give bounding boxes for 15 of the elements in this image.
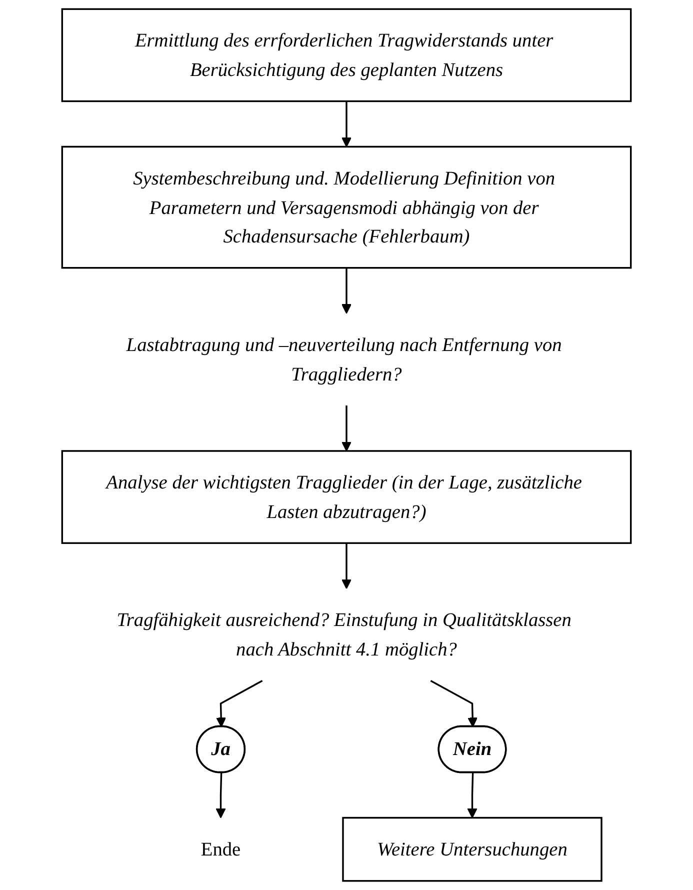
node-box xyxy=(342,816,602,882)
node-text: Ende xyxy=(200,838,241,860)
arrow xyxy=(342,101,352,148)
arrow xyxy=(342,268,352,314)
arrow xyxy=(216,772,226,818)
node-text: Lastabtragung und –neuverteilung nach Entfernung von Traggliedern? xyxy=(126,334,562,384)
node-box xyxy=(61,146,632,269)
arrow xyxy=(216,680,263,728)
node-box xyxy=(61,450,632,544)
arrow xyxy=(430,680,478,728)
arrow xyxy=(467,772,478,818)
node-box xyxy=(61,8,632,102)
node-text: Tragfähigkeit ausreichend? Einstufung in Qualitätsklassen nach Abschnitt 4.1 möglich? xyxy=(116,609,572,660)
arrow xyxy=(342,543,352,590)
arrow xyxy=(342,405,352,452)
